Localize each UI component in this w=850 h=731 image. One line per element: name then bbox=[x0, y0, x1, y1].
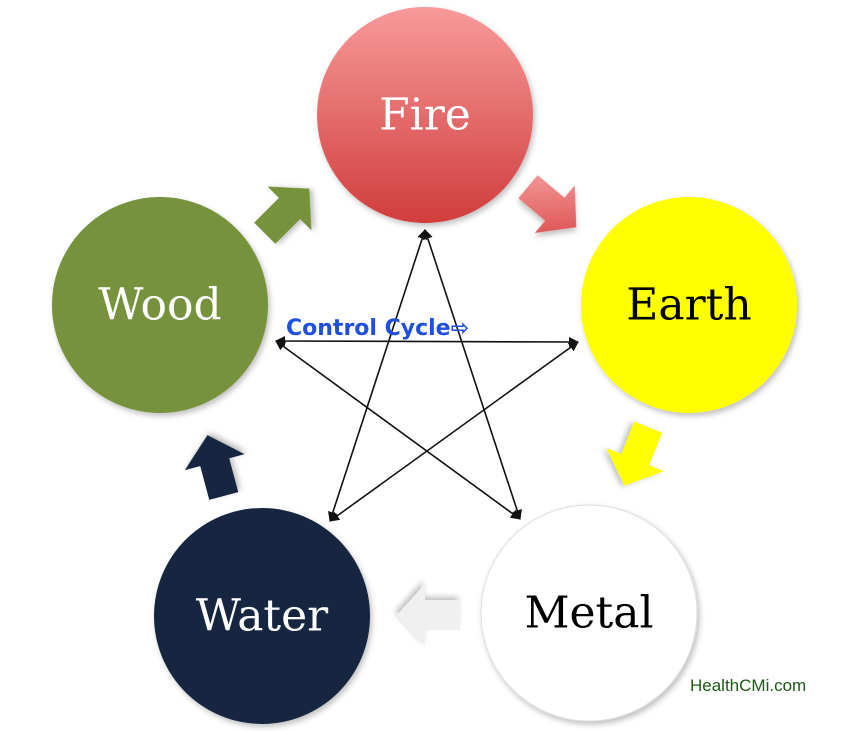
wood-circle: Wood bbox=[52, 197, 268, 413]
metal-label: Metal bbox=[524, 588, 653, 639]
arrow-earth-to-metal bbox=[606, 421, 664, 486]
wood-label: Wood bbox=[98, 280, 221, 331]
control-line-fire-metal bbox=[423, 229, 522, 520]
water-label: Water bbox=[196, 591, 329, 642]
water-circle: Water bbox=[154, 508, 370, 724]
arrow-water-to-wood bbox=[184, 435, 245, 500]
arrow-metal-to-water bbox=[397, 584, 460, 646]
arrow-fire-to-earth bbox=[518, 175, 577, 233]
control-line-wood-earth bbox=[275, 336, 579, 347]
earth-circle: Earth bbox=[581, 197, 797, 413]
control-line-fire-water bbox=[328, 229, 427, 522]
control-cycle-star bbox=[275, 229, 579, 522]
fire-label: Fire bbox=[379, 90, 471, 141]
fire-circle: Fire bbox=[317, 7, 533, 223]
arrow-wood-to-fire bbox=[254, 186, 312, 244]
control-line-wood-metal bbox=[275, 340, 521, 520]
watermark: HealthCMi.com bbox=[690, 676, 807, 695]
metal-circle: Metal bbox=[480, 504, 698, 722]
control-cycle-label: Control Cycle⇨ bbox=[286, 316, 469, 341]
control-line-earth-water bbox=[329, 341, 579, 522]
earth-label: Earth bbox=[626, 280, 751, 331]
